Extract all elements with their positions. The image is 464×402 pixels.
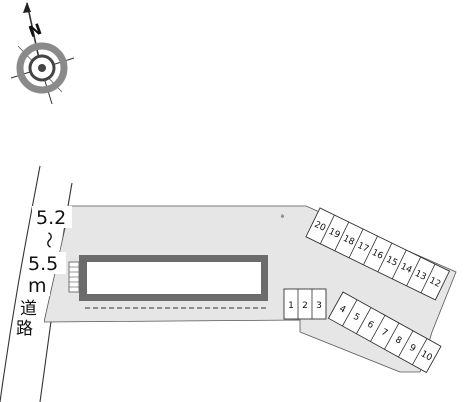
parking-upper-outline [305, 207, 451, 301]
road-width-max: 5.5 [28, 253, 58, 275]
label-bg [38, 230, 60, 250]
parking-divider [356, 307, 372, 334]
compass-north-label: N [26, 20, 44, 41]
parking-space-number: 20 [312, 220, 327, 234]
parking-middle-outline [283, 288, 327, 320]
parking-divider [334, 221, 350, 251]
parking-space-number: 8 [393, 335, 403, 347]
road-name-char-1: 道 [20, 299, 37, 319]
road-width-unit: m [28, 275, 47, 297]
parking-space-number: 16 [370, 248, 385, 262]
parking-space-number: 15 [384, 255, 399, 269]
building [68, 255, 268, 309]
parking-space-number: 1 [288, 301, 294, 311]
parking-space-number: 18 [341, 234, 356, 248]
parking-divider [412, 338, 428, 365]
parking-divider [370, 315, 386, 342]
building-interior [87, 262, 261, 294]
parking-space-number: 5 [351, 312, 361, 324]
parking-space-number: 3 [316, 301, 322, 311]
parking-divider [406, 256, 422, 287]
compass-arrowhead [23, 2, 31, 13]
parking-space-number: 19 [327, 227, 342, 241]
parking-divider [319, 214, 335, 244]
parking-space-number: 2 [302, 301, 308, 311]
label-bg [26, 252, 66, 274]
parking-divider [377, 242, 393, 273]
compass-center [38, 64, 46, 72]
parking-divider [391, 249, 407, 280]
compass-outer-ring [16, 42, 68, 94]
parking-space-number: 17 [356, 241, 371, 255]
compass-rose-icon: N [10, 2, 75, 105]
label-bg [18, 296, 44, 338]
road-edge-outer [0, 165, 41, 402]
parking-space-number: 6 [365, 320, 375, 332]
road-name-char-2: 路 [16, 319, 33, 339]
parking-space-number: 13 [413, 269, 428, 283]
parking-space-number: 4 [337, 304, 347, 316]
parking-divider [384, 322, 400, 350]
road-width-label: 5.2 〜 5.5 m 道 路 [16, 206, 72, 339]
road-width-tilde: 〜 [38, 232, 58, 249]
parking-space-number: 7 [379, 327, 389, 339]
parking-divider [363, 235, 378, 265]
label-bg [24, 274, 50, 296]
road-width-min: 5.2 [36, 207, 66, 229]
parking-divider [348, 228, 364, 258]
parking-divider [342, 299, 358, 327]
parking-divider [420, 263, 436, 294]
parking-divider [398, 330, 414, 358]
small-mark: ª [281, 214, 284, 221]
parking-space-number: 10 [419, 349, 434, 363]
parking-space-number: 14 [399, 262, 414, 276]
parking-space-number: 9 [407, 343, 417, 355]
parking-lower-outline [327, 291, 442, 374]
label-bg [32, 206, 72, 228]
parking-space-number: 12 [427, 276, 442, 290]
